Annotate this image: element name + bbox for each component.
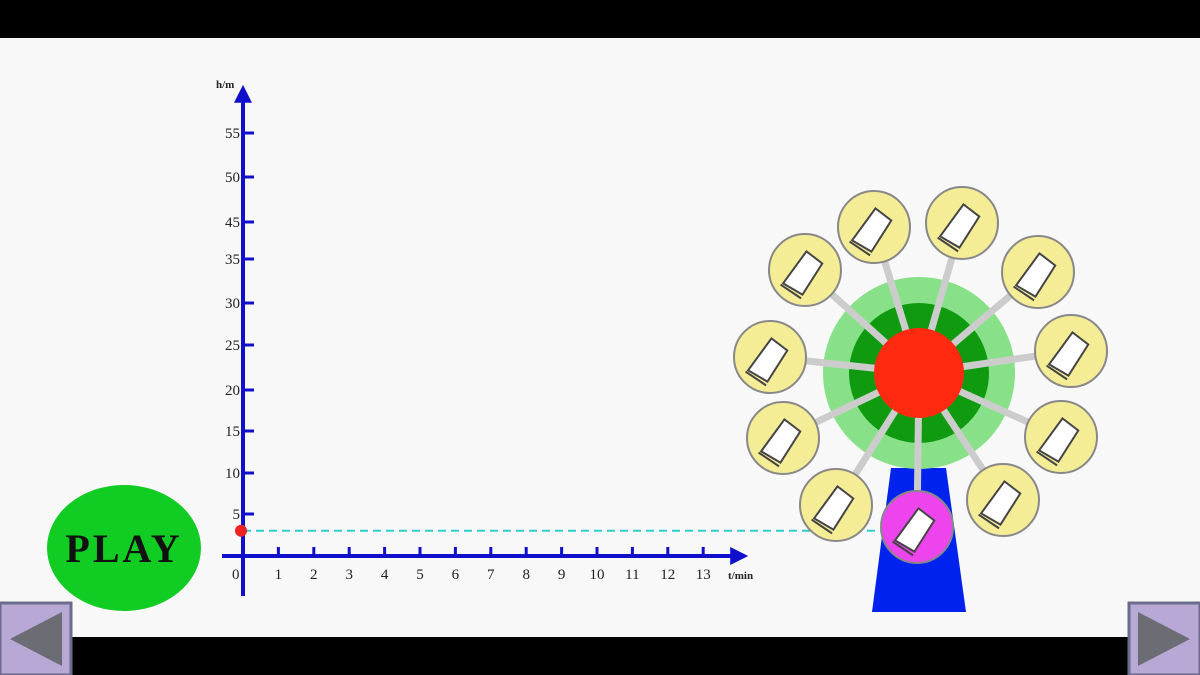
y-tick-label: 15 [225, 424, 240, 440]
x-tick-label: 10 [590, 567, 605, 583]
chart-points [235, 524, 247, 537]
bottom-letterbox [0, 637, 1200, 675]
ferris-wheel [733, 186, 1108, 612]
cabin [966, 463, 1040, 537]
play-button-shape[interactable] [47, 485, 201, 611]
cabin [1024, 400, 1098, 474]
y-tick-label: 20 [225, 383, 240, 399]
x-tick-label: 11 [625, 567, 639, 583]
x-tick-label: 3 [345, 567, 353, 583]
next-arrow-icon [1138, 612, 1190, 666]
x-tick-label: 4 [381, 567, 389, 583]
wheel-cabins [733, 186, 1108, 564]
top-letterbox [0, 0, 1200, 38]
y-tick-label: 50 [225, 170, 240, 186]
active-cabin [880, 490, 954, 564]
cabin [746, 401, 820, 475]
cabin [925, 186, 999, 260]
cabin [768, 233, 842, 307]
x-tick-label: 2 [310, 567, 318, 583]
y-tick-label: 10 [225, 466, 240, 482]
x-tick-label: 13 [696, 567, 711, 583]
play-button[interactable]: PLAY [47, 485, 201, 611]
y-tick-label: 30 [225, 296, 240, 312]
x-tick-label: 1 [275, 567, 283, 583]
x-tick-label: 5 [416, 567, 424, 583]
prev-button[interactable] [0, 601, 73, 675]
y-axis-label: h/m [216, 79, 234, 91]
y-tick-label: 35 [225, 252, 240, 268]
x-tick-label: 6 [452, 567, 460, 583]
y-tick-label: 55 [225, 126, 240, 142]
x-axis-label: t/min [728, 570, 753, 582]
cabin [799, 468, 873, 542]
chart-point [235, 524, 247, 537]
previous-arrow-icon [10, 612, 62, 666]
x-tick-label: 12 [660, 567, 675, 583]
y-tick-label: 25 [225, 338, 240, 354]
cabin [1001, 235, 1075, 309]
y-tick-label: 5 [233, 507, 241, 523]
next-button[interactable] [1127, 601, 1200, 675]
y-tick-label: 45 [225, 215, 240, 231]
cabin [837, 190, 911, 264]
play-button-label: PLAY [65, 526, 182, 571]
x-tick-label: 7 [487, 567, 495, 583]
cabin [1034, 314, 1108, 388]
wheel-hub [874, 328, 964, 418]
x-tick-label: 9 [558, 567, 566, 583]
x-tick-label: 8 [522, 567, 530, 583]
x-origin-label: 0 [232, 567, 240, 583]
y-ticks: 5 10 15 20 25 30 35 45 50 55 [225, 126, 254, 523]
cabin [733, 320, 807, 394]
